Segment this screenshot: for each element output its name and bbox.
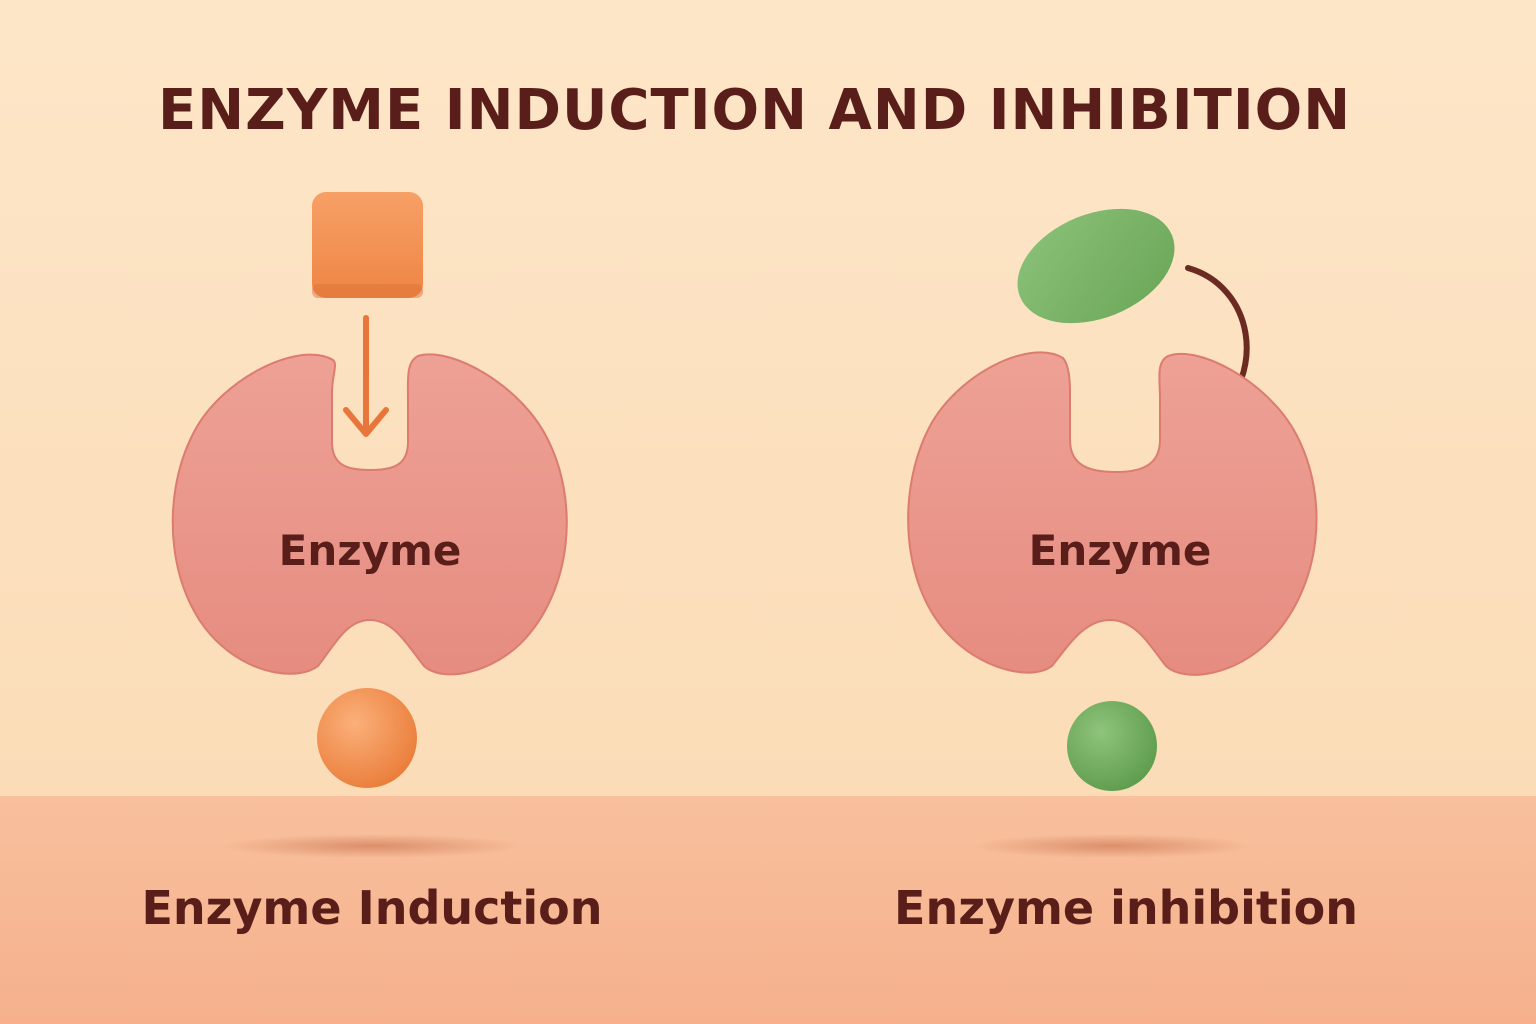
floor	[0, 796, 1536, 1024]
diagram-title: ENZYME INDUCTION AND INHIBITION	[158, 78, 1352, 143]
left-shadow	[222, 834, 522, 858]
inhibitor-pill	[1017, 208, 1175, 324]
caption-inhibition: Enzyme inhibition	[894, 881, 1358, 935]
inducer-cube	[312, 192, 423, 298]
product-sphere-left	[317, 688, 417, 788]
caption-induction: Enzyme Induction	[141, 881, 603, 935]
enzyme-label-right: Enzyme	[1029, 526, 1212, 575]
product-sphere-right	[1067, 701, 1157, 791]
enzyme-shape-right	[907, 351, 1318, 676]
enzyme-label-left: Enzyme	[279, 526, 462, 575]
right-shadow	[972, 834, 1252, 858]
induction-arrow	[343, 315, 389, 437]
enzyme-shape-left	[171, 353, 568, 676]
right-panel: Enzyme	[907, 208, 1318, 791]
left-panel: Enzyme	[171, 192, 568, 788]
